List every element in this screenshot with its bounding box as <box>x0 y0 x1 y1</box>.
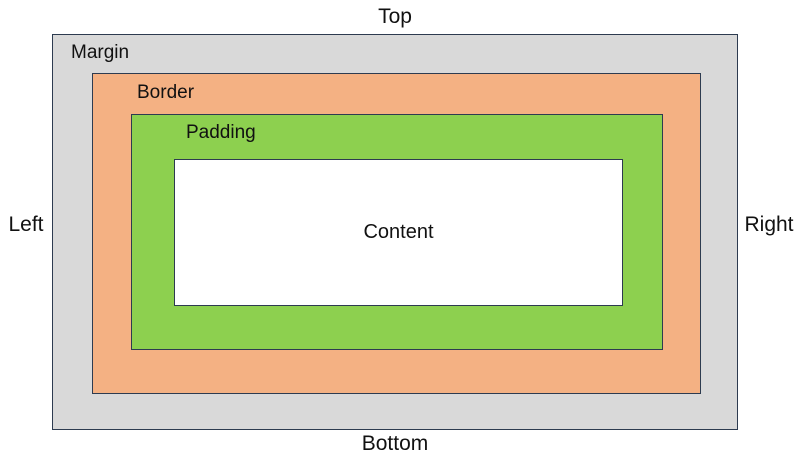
edge-label-top: Top <box>378 5 412 28</box>
padding-label: Padding <box>186 122 256 143</box>
margin-label: Margin <box>71 42 130 63</box>
border-box: Border Padding Content <box>92 73 701 394</box>
padding-box: Padding Content <box>131 114 663 350</box>
margin-box: Margin Border Padding Content <box>52 34 738 430</box>
edge-label-bottom: Bottom <box>361 432 429 455</box>
border-label: Border <box>137 82 195 103</box>
edge-label-right: Right <box>744 213 794 236</box>
content-label: Content <box>363 221 434 243</box>
content-box: Content <box>174 159 623 306</box>
edge-label-left: Left <box>8 213 44 236</box>
